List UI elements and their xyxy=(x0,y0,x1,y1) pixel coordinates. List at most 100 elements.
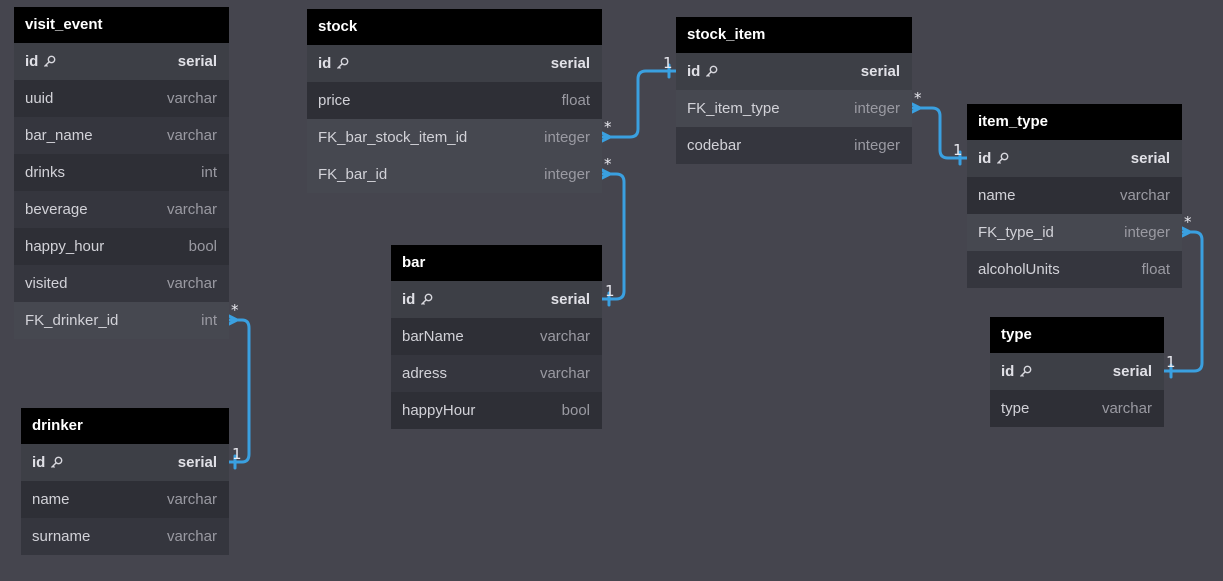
field-row-id[interactable]: id serial xyxy=(990,353,1164,390)
table-type[interactable]: type id serial type varchar xyxy=(990,317,1164,427)
field-name: happy_hour xyxy=(25,238,105,255)
table-header[interactable]: item_type xyxy=(967,104,1182,140)
field-row-id[interactable]: id serial xyxy=(307,45,602,82)
field-name: type xyxy=(1001,400,1030,417)
field-type: integer xyxy=(544,166,590,183)
card-type-one: 1 xyxy=(1166,353,1176,371)
field-type: int xyxy=(201,312,217,329)
table-header[interactable]: stock xyxy=(307,9,602,45)
field-type: varchar xyxy=(539,365,590,382)
card-stock-many: * xyxy=(604,118,612,136)
key-icon xyxy=(996,152,1009,165)
field-row-fk-drinker-id[interactable]: FK_drinker_id int xyxy=(14,302,229,339)
field-name: name xyxy=(978,187,1016,204)
field-type: serial xyxy=(550,291,590,308)
field-type: serial xyxy=(1130,150,1170,167)
field-name: adress xyxy=(402,365,448,382)
field-row-barname[interactable]: barName varchar xyxy=(391,318,602,355)
key-icon xyxy=(705,65,718,78)
field-row-surname[interactable]: surname varchar xyxy=(21,518,229,555)
card-stock-bar-many: * xyxy=(604,155,612,173)
field-row-id[interactable]: id serial xyxy=(676,53,912,90)
field-name: price xyxy=(318,92,351,109)
field-row-id[interactable]: id serial xyxy=(391,281,602,318)
field-name: name xyxy=(32,491,70,508)
field-type: serial xyxy=(1112,363,1152,380)
field-name: id xyxy=(1001,363,1015,380)
field-type: varchar xyxy=(1101,400,1152,417)
field-type: varchar xyxy=(166,127,217,144)
field-name: id xyxy=(978,150,992,167)
field-type: serial xyxy=(177,454,217,471)
field-name: drinks xyxy=(25,164,66,181)
field-name: alcoholUnits xyxy=(978,261,1060,278)
table-drinker[interactable]: drinker id serial name varchar surname var… xyxy=(21,408,229,555)
field-row-id[interactable]: id serial xyxy=(21,444,229,481)
field-row-id[interactable]: id serial xyxy=(967,140,1182,177)
field-name: FK_drinker_id xyxy=(25,312,119,329)
field-name: barName xyxy=(402,328,464,345)
key-icon xyxy=(43,55,56,68)
field-row-bar-name[interactable]: bar_name varchar xyxy=(14,117,229,154)
field-row-price[interactable]: price float xyxy=(307,82,602,119)
field-type: integer xyxy=(544,129,590,146)
field-row-adress[interactable]: adress varchar xyxy=(391,355,602,392)
card-drinker-one: 1 xyxy=(232,445,242,463)
field-name: id xyxy=(402,291,416,308)
field-row-drinks[interactable]: drinks int xyxy=(14,154,229,191)
link-stock-stock-item xyxy=(600,69,678,139)
key-icon xyxy=(336,57,349,70)
card-item-type-one: 1 xyxy=(953,141,963,159)
card-stock-item-many: * xyxy=(914,89,922,107)
field-type: integer xyxy=(1124,224,1170,241)
field-type: varchar xyxy=(166,491,217,508)
field-row-beverage[interactable]: beverage varchar xyxy=(14,191,229,228)
field-name: FK_item_type xyxy=(687,100,780,117)
field-type: varchar xyxy=(539,328,590,345)
field-row-name[interactable]: name varchar xyxy=(21,481,229,518)
table-header[interactable]: visit_event xyxy=(14,7,229,43)
table-header[interactable]: stock_item xyxy=(676,17,912,53)
card-visit-event-many: * xyxy=(231,301,239,319)
field-name: FK_bar_stock_item_id xyxy=(318,129,468,146)
table-stock[interactable]: stock id serial price float FK_bar_stock_… xyxy=(307,9,602,193)
card-stock-item-one: 1 xyxy=(663,54,673,72)
field-name: happyHour xyxy=(402,402,476,419)
key-icon xyxy=(1019,365,1032,378)
table-bar[interactable]: bar id serial barName varchar adress varch… xyxy=(391,245,602,429)
field-row-fk-bar-stock-item-id[interactable]: FK_bar_stock_item_id integer xyxy=(307,119,602,156)
field-name: beverage xyxy=(25,201,88,218)
table-header[interactable]: type xyxy=(990,317,1164,353)
field-name: bar_name xyxy=(25,127,93,144)
link-visit-event-drinker xyxy=(227,318,251,464)
table-header[interactable]: drinker xyxy=(21,408,229,444)
table-header[interactable]: bar xyxy=(391,245,602,281)
field-name: codebar xyxy=(687,137,742,154)
field-type: int xyxy=(201,164,217,181)
field-row-id[interactable]: id serial xyxy=(14,43,229,80)
field-type: varchar xyxy=(166,528,217,545)
field-name: surname xyxy=(32,528,91,545)
field-type: serial xyxy=(860,63,900,80)
field-type: float xyxy=(561,92,590,109)
field-row-type[interactable]: type varchar xyxy=(990,390,1164,427)
card-bar-one: 1 xyxy=(605,282,615,300)
field-type: varchar xyxy=(166,201,217,218)
card-item-type-many: * xyxy=(1184,213,1192,231)
field-type: serial xyxy=(550,55,590,72)
field-type: bool xyxy=(188,238,217,255)
field-row-happy-hour[interactable]: happy_hour bool xyxy=(14,228,229,265)
